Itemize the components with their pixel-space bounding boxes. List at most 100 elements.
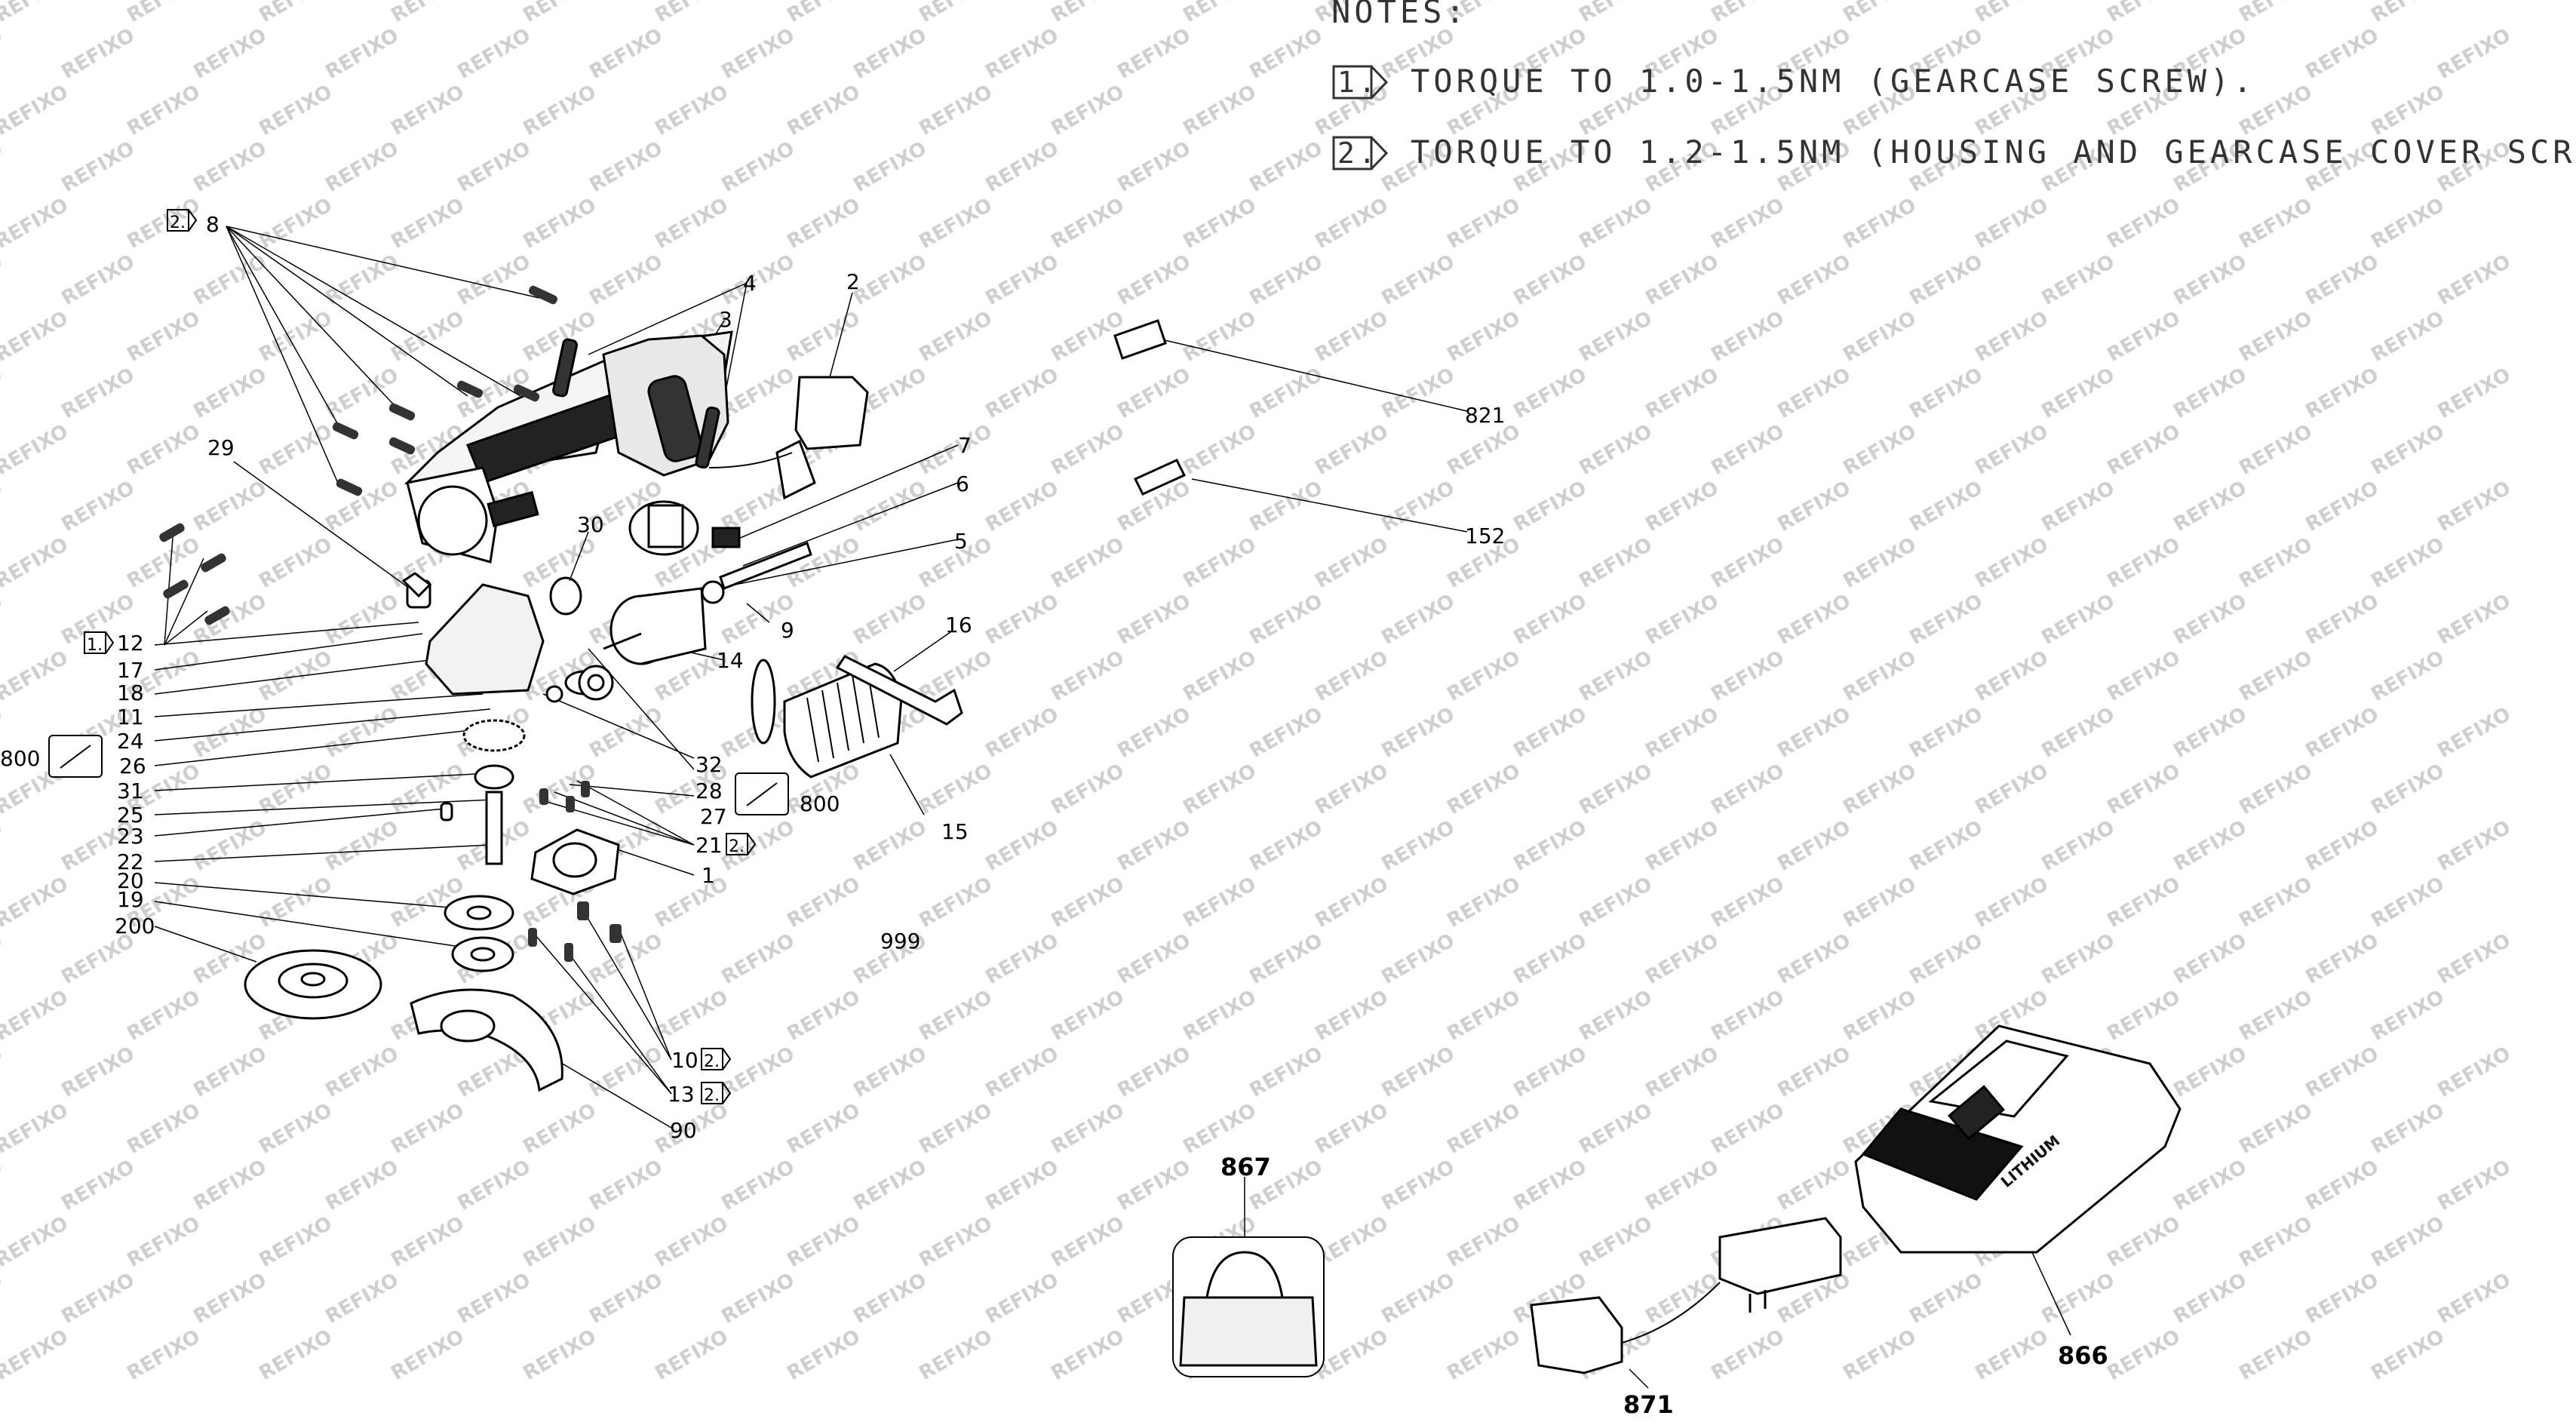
watermark-text: REFIXO xyxy=(1708,760,1788,819)
watermark-text: REFIXO xyxy=(982,364,1063,423)
watermark-text: REFIXO xyxy=(190,1156,271,1215)
watermark-text: REFIXO xyxy=(784,986,864,1046)
watermark-text: REFIXO xyxy=(1048,194,1128,253)
watermark-text: REFIXO xyxy=(1114,1156,1195,1215)
watermark-text: REFIXO xyxy=(2434,1269,2515,1328)
watermark-text: REFIXO xyxy=(1444,1099,1524,1159)
grease-gun-icon xyxy=(60,745,91,769)
callout-20: 20 xyxy=(117,868,144,893)
watermark-text: REFIXO xyxy=(1906,1269,1987,1328)
watermark-text: REFIXO xyxy=(256,81,336,140)
watermark-text: REFIXO xyxy=(1840,760,1920,819)
callout-866: 866 xyxy=(2058,1341,2108,1370)
watermark-text: REFIXO xyxy=(1642,364,1723,423)
watermark-text: REFIXO xyxy=(2170,816,2251,876)
watermark-text: REFIXO xyxy=(1246,137,1327,197)
watermark-text: REFIXO xyxy=(982,816,1063,876)
watermark-text: REFIXO xyxy=(190,1269,271,1328)
watermark-text: REFIXO xyxy=(1048,646,1128,706)
watermark-text: REFIXO xyxy=(1642,1269,1723,1328)
watermark-text: REFIXO xyxy=(1840,0,1920,27)
watermark-text: REFIXO xyxy=(322,1043,403,1102)
watermark-text: REFIXO xyxy=(1510,816,1591,876)
watermark-text: REFIXO xyxy=(1774,477,1855,536)
watermark-text: REFIXO xyxy=(718,137,799,197)
watermark-text: REFIXO xyxy=(520,533,600,593)
watermark-text: REFIXO xyxy=(1708,307,1788,367)
watermark-text: REFIXO xyxy=(652,0,732,27)
watermark-text: REFIXO xyxy=(2368,873,2449,932)
watermark-text: REFIXO xyxy=(1708,0,1788,27)
watermark-text: REFIXO xyxy=(256,1099,336,1159)
callout-19: 19 xyxy=(117,887,144,912)
watermark-text: REFIXO xyxy=(1774,1156,1855,1215)
watermark-text: REFIXO xyxy=(1906,703,1987,763)
watermark-text: REFIXO xyxy=(388,1099,468,1159)
callout-21: 21 xyxy=(695,833,723,858)
watermark-text: REFIXO xyxy=(1444,760,1524,819)
callout-3: 3 xyxy=(719,307,732,332)
watermark-text: REFIXO xyxy=(1576,194,1656,253)
marker-13: 2. xyxy=(704,1086,720,1105)
watermark-text: REFIXO xyxy=(718,929,799,989)
watermark-text: REFIXO xyxy=(2236,1099,2317,1159)
watermark-text: REFIXO xyxy=(850,137,931,197)
callout-12: 12 xyxy=(117,631,144,656)
watermark-text: REFIXO xyxy=(256,533,336,593)
watermark-text: REFIXO xyxy=(1246,590,1327,650)
watermark-text: REFIXO xyxy=(2368,986,2449,1046)
watermark-text: REFIXO xyxy=(916,307,996,367)
watermark-text: REFIXO xyxy=(124,194,204,253)
watermark-text: REFIXO xyxy=(1774,364,1855,423)
watermark-text: REFIXO xyxy=(2434,1156,2515,1215)
watermark-text: REFIXO xyxy=(916,986,996,1046)
watermark-text: REFIXO xyxy=(2104,760,2185,819)
watermark-text: REFIXO xyxy=(2434,477,2515,536)
watermark-text: REFIXO xyxy=(1510,364,1591,423)
watermark-text: REFIXO xyxy=(1114,816,1195,876)
watermark-text: REFIXO xyxy=(0,590,7,650)
note-2-marker: 2. xyxy=(1337,137,1380,170)
part-drawings xyxy=(159,285,2181,1377)
watermark-text: REFIXO xyxy=(2434,24,2515,84)
callout-5: 5 xyxy=(954,529,968,554)
notes-block: NOTES: 1. TORQUE TO 1.0-1.5NM (GEARCASE … xyxy=(1331,0,2576,170)
watermark-text: REFIXO xyxy=(784,873,864,932)
watermark-text: REFIXO xyxy=(1444,307,1524,367)
watermark-text: REFIXO xyxy=(0,250,7,310)
watermark-text: REFIXO xyxy=(2236,194,2317,253)
watermark-text: REFIXO xyxy=(982,1269,1063,1328)
watermark-text: REFIXO xyxy=(1180,986,1260,1046)
watermark-text: REFIXO xyxy=(916,81,996,140)
callout-27: 27 xyxy=(700,804,727,829)
watermark-text: REFIXO xyxy=(2104,873,2185,932)
watermark-text: REFIXO xyxy=(1906,590,1987,650)
watermark-text: REFIXO xyxy=(850,1156,931,1215)
watermark-text: REFIXO xyxy=(1048,420,1128,480)
watermark-text: REFIXO xyxy=(1972,420,2053,480)
watermark-text: REFIXO xyxy=(124,1325,204,1385)
watermark-text: REFIXO xyxy=(190,137,271,197)
watermark-text: REFIXO xyxy=(58,1156,139,1215)
watermark-text: REFIXO xyxy=(256,194,336,253)
notes-heading: NOTES: xyxy=(1331,0,1469,30)
watermark-text: REFIXO xyxy=(784,1099,864,1159)
watermark-text: REFIXO xyxy=(0,194,72,253)
watermark-text: REFIXO xyxy=(1840,194,1920,253)
watermark-text: REFIXO xyxy=(1312,194,1392,253)
watermark-text: REFIXO xyxy=(454,24,535,84)
watermark-text: REFIXO xyxy=(784,307,864,367)
watermark-text: REFIXO xyxy=(982,590,1063,650)
watermark-text: REFIXO xyxy=(2038,364,2119,423)
watermark-text: REFIXO xyxy=(124,307,204,367)
watermark-text: REFIXO xyxy=(916,1212,996,1272)
watermark-text: REFIXO xyxy=(1312,873,1392,932)
watermark-text: REFIXO xyxy=(586,703,667,763)
callout-16: 16 xyxy=(945,613,972,637)
watermark-text: REFIXO xyxy=(2434,1043,2515,1102)
watermark-text: REFIXO xyxy=(1378,1156,1459,1215)
watermark-text: REFIXO xyxy=(718,1156,799,1215)
watermark-text: REFIXO xyxy=(2170,1156,2251,1215)
watermark-text: REFIXO xyxy=(1708,533,1788,593)
